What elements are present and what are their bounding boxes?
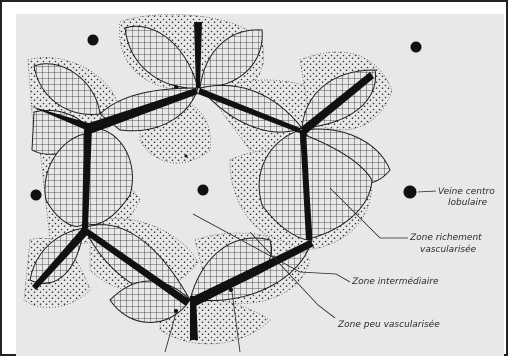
portal-triad-icon — [198, 185, 209, 196]
portal-triad-icon — [174, 309, 178, 313]
portal-triad-icon — [31, 190, 42, 201]
label-zone-intermediaire: Zone intermédiaire — [351, 276, 439, 287]
portal-triad-icon — [411, 42, 422, 53]
portal-triad-icon — [174, 85, 178, 89]
portal-triad-icon — [404, 186, 417, 199]
label-zone-riche-line1: Zone richement — [409, 233, 482, 243]
portal-triad-icon — [229, 288, 233, 292]
label-veine-line2: lobulaire — [448, 198, 488, 208]
portal-triad-icon — [185, 155, 188, 158]
label-zone-peu: Zone peu vascularisée — [337, 319, 440, 330]
label-zone-riche-line2: vascularisée — [420, 244, 477, 255]
portal-triad-icon — [88, 35, 99, 46]
label-veine-line1: Veine centro — [438, 187, 495, 197]
